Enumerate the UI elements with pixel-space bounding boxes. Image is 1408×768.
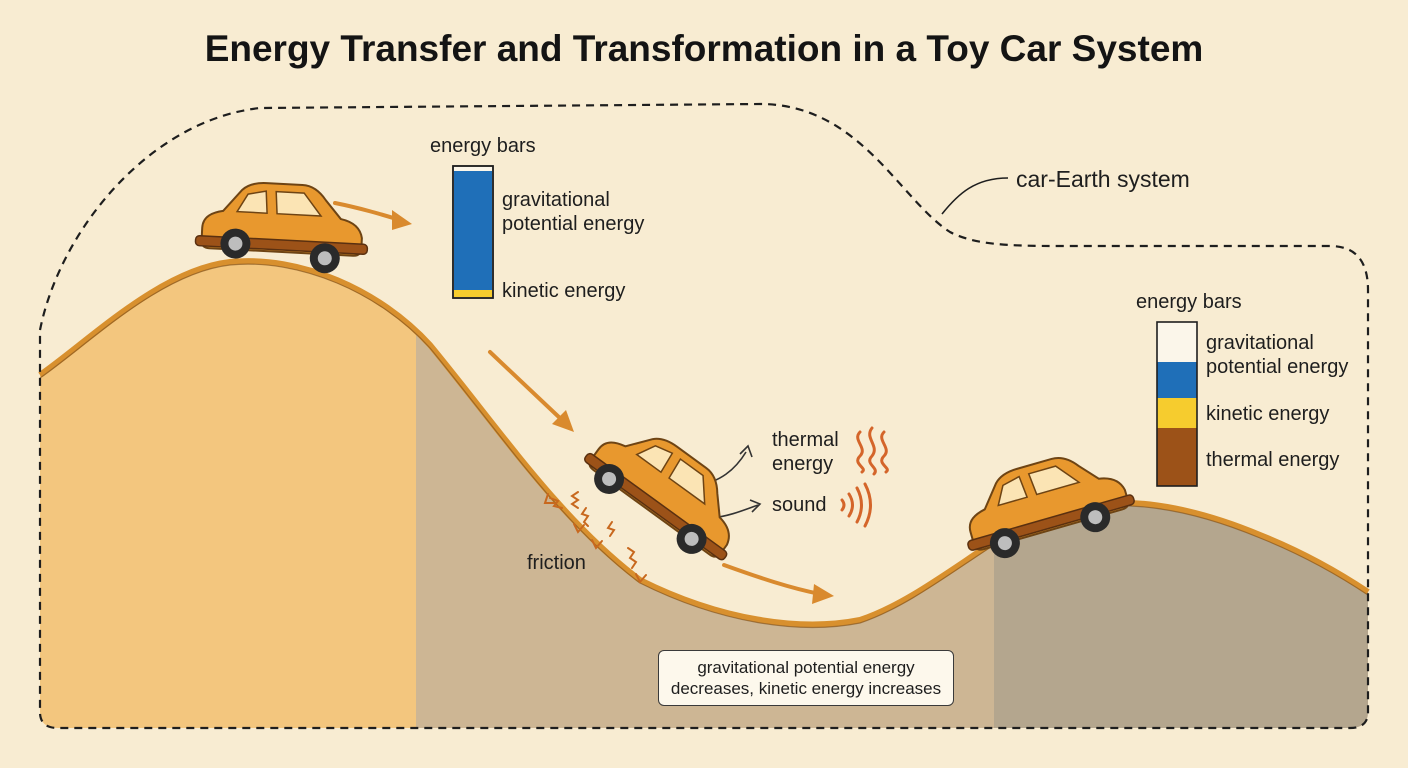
callout-line-1: gravitational potential energy xyxy=(697,658,915,677)
toy-car-top xyxy=(194,182,369,274)
hill-left-region xyxy=(40,261,416,728)
system-boundary xyxy=(38,102,1370,730)
right-bar-thermal xyxy=(1157,428,1197,486)
arrow-slope-down-head xyxy=(552,410,574,432)
top-bar-gpe xyxy=(454,171,492,290)
right-bar-kinetic xyxy=(1157,398,1197,428)
right-bars-ke-label: kinetic energy xyxy=(1206,403,1330,425)
friction-label: friction xyxy=(527,552,586,574)
toy-car-right-hill xyxy=(967,457,1135,559)
toy-car-slope xyxy=(584,437,730,561)
top-bars-gpe-label: gravitational potential energy xyxy=(502,189,645,235)
arrow-slope-down xyxy=(488,350,564,422)
sound-label: sound xyxy=(772,494,827,516)
track xyxy=(38,258,1370,628)
energy-bars-right xyxy=(1156,321,1198,487)
arrow-top-right xyxy=(333,201,402,222)
top-bars-heading: energy bars xyxy=(430,135,536,157)
callout-line-2: decreases, kinetic energy increases xyxy=(670,679,942,698)
diagram-title: Energy Transfer and Transformation in a … xyxy=(204,28,1204,69)
friction-arrows xyxy=(543,491,647,584)
energy-change-callout: gravitational potential energy decreases… xyxy=(658,650,954,706)
sound-waves-icon xyxy=(840,482,872,528)
arrow-valley xyxy=(722,563,822,596)
right-bar-gpe xyxy=(1157,362,1197,398)
top-bars-ke-label: kinetic energy xyxy=(502,280,626,302)
thermal-waves-icon xyxy=(856,426,889,476)
track-outline xyxy=(39,263,1369,629)
thermal-energy-label: thermal energy xyxy=(772,429,839,475)
motion-arrows xyxy=(333,201,834,604)
right-bars-thermal-label: thermal energy xyxy=(1206,449,1340,471)
arrow-top-right-head xyxy=(392,210,412,230)
top-bar-kinetic xyxy=(454,290,492,297)
right-bars-gpe-label: gravitational potential energy xyxy=(1206,332,1349,378)
right-bars-heading: energy bars xyxy=(1136,291,1242,313)
arrow-valley-head xyxy=(812,584,834,604)
right-bar-gpe-remaining xyxy=(1157,322,1197,362)
system-label: car-Earth system xyxy=(1016,166,1190,192)
system-pointer-line xyxy=(941,177,1009,215)
energy-bars-top xyxy=(452,165,494,299)
